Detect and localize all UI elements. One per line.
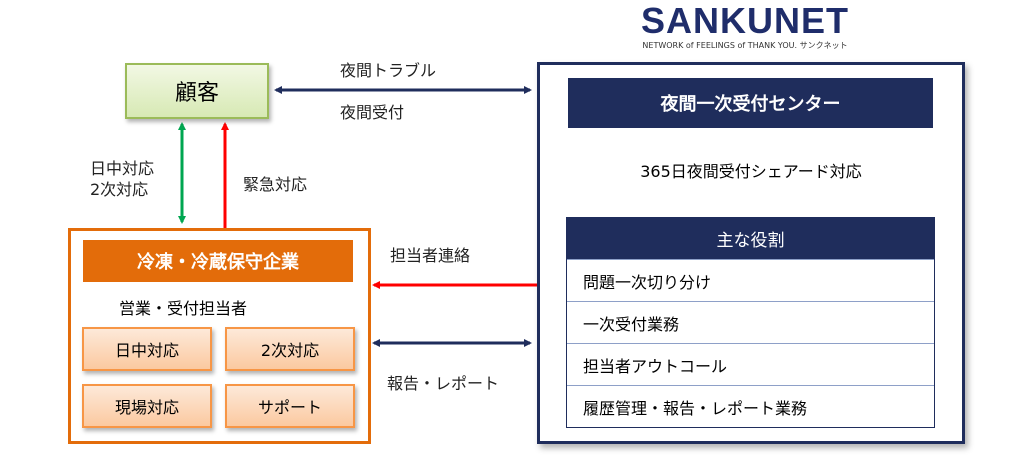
emergency-label: 緊急対応	[243, 175, 308, 194]
role-row: 一次受付業務	[567, 301, 934, 343]
logo-name: SANKUNET	[640, 0, 849, 41]
secondary-label: 2次対応	[90, 180, 149, 199]
company-item-daytime: 日中対応	[82, 327, 212, 371]
customer-box: 顧客	[125, 63, 269, 119]
company-item-secondary: 2次対応	[225, 327, 355, 371]
sankunet-logo: SANKUNET NETWORK of FEELINGS of THANK YO…	[620, 2, 870, 52]
company-item-support: サポート	[225, 384, 355, 428]
role-row: 問題一次切り分け	[567, 259, 934, 301]
night-center-title: 夜間一次受付センター	[568, 78, 933, 128]
logo-tagline: NETWORK of FEELINGS of THANK YOU. サンクネット	[642, 41, 848, 50]
daytime-label: 日中対応	[90, 159, 155, 178]
contact-label: 担当者連絡	[390, 246, 471, 265]
company-title: 冷凍・冷蔵保守企業	[83, 240, 353, 282]
report-label: 報告・レポート	[387, 374, 500, 393]
company-item-onsite: 現場対応	[82, 384, 212, 428]
night-center-subtitle: 365日夜間受付シェアード対応	[640, 162, 862, 181]
role-row: 担当者アウトコール	[567, 343, 934, 385]
role-row: 履歴管理・報告・レポート業務	[567, 385, 934, 427]
roles-table: 主な役割 問題一次切り分け 一次受付業務 担当者アウトコール 履歴管理・報告・レ…	[566, 217, 935, 428]
night-reception-label: 夜間受付	[340, 103, 405, 122]
company-subtitle: 営業・受付担当者	[118, 299, 247, 318]
customer-label: 顧客	[174, 81, 219, 106]
roles-header: 主な役割	[567, 218, 934, 259]
company-title-text: 冷凍・冷蔵保守企業	[137, 252, 299, 273]
night-trouble-label: 夜間トラブル	[340, 61, 437, 80]
night-center-title-text: 夜間一次受付センター	[660, 94, 841, 115]
